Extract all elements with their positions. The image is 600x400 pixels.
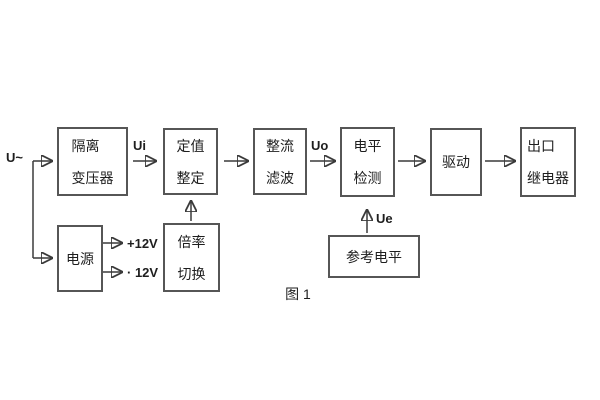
block-drive: 驱动	[430, 128, 482, 196]
block-label: 倍率	[177, 233, 206, 250]
block-label: 隔离	[71, 137, 100, 154]
block-output-relay: 出口 继电器	[520, 127, 576, 197]
block-label: 定值	[176, 137, 205, 154]
block-label: 继电器	[527, 170, 569, 186]
block-label: 参考电平	[346, 248, 402, 265]
block-label: 切换	[177, 265, 206, 282]
label-minus-12v: · 12V	[127, 265, 159, 280]
label-ue: Ue	[376, 211, 393, 226]
label-ui: Ui	[133, 138, 146, 153]
label-plus-12v: +12V	[127, 236, 158, 251]
block-label: 驱动	[442, 154, 470, 170]
block-reference-level: 参考电平	[328, 235, 420, 278]
block-label: 整流	[266, 137, 294, 154]
block-label: 电源	[66, 250, 94, 267]
block-label: 出口	[527, 138, 555, 154]
block-level-detection: 电平 检测	[340, 127, 395, 197]
block-isolation-transformer: 隔离 变压器	[57, 127, 128, 196]
figure-caption: 图 1	[285, 286, 311, 302]
block-label: 检测	[353, 170, 382, 186]
block-power: 电源	[57, 225, 103, 292]
block-label: 整定	[176, 169, 205, 186]
block-multiplier-switch: 倍率 切换	[163, 223, 220, 292]
block-label: 滤波	[266, 169, 294, 186]
block-rectifier-filter: 整流 滤波	[253, 128, 307, 195]
block-setting: 定值 整定	[163, 128, 218, 195]
label-input-u: U~	[6, 150, 23, 165]
block-label: 电平	[353, 138, 382, 154]
label-uo: Uo	[311, 138, 329, 153]
block-label: 变压器	[71, 169, 114, 186]
